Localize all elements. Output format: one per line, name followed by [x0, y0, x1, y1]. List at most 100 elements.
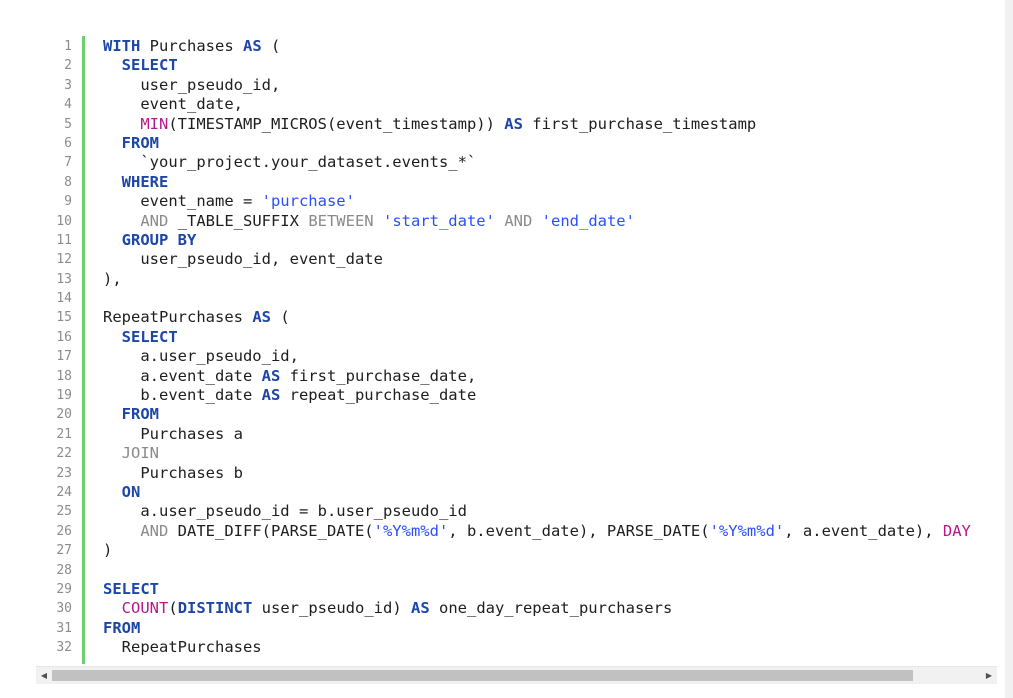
- line-number: 24: [56, 484, 72, 500]
- line-number: 7: [64, 155, 72, 171]
- code-token: one_day_repeat_purchasers: [429, 599, 673, 618]
- scroll-right-arrow-icon[interactable]: ▶: [985, 671, 993, 680]
- code-line[interactable]: GROUP BY: [103, 231, 997, 250]
- code-token: JOIN: [121, 444, 159, 463]
- horizontal-scrollbar[interactable]: ◀ ▶: [36, 666, 997, 684]
- code-token: b.event_date: [103, 386, 262, 405]
- code-token: first_purchase_date,: [280, 366, 477, 385]
- code-token: BETWEEN: [308, 211, 374, 230]
- code-line[interactable]: b.event_date AS repeat_purchase_date: [103, 386, 997, 405]
- code-token: AS: [261, 366, 281, 385]
- line-number: 18: [56, 368, 72, 384]
- code-token: AS: [242, 37, 262, 55]
- code-token: WHERE: [121, 172, 169, 191]
- code-token: ON: [121, 482, 141, 501]
- code-line[interactable]: RepeatPurchases: [103, 638, 997, 657]
- code-line[interactable]: user_pseudo_id, event_date: [103, 250, 997, 269]
- line-number: 12: [56, 252, 72, 268]
- code-line[interactable]: JOIN: [103, 444, 997, 463]
- line-number: 30: [56, 601, 72, 617]
- line-number: 22: [56, 446, 72, 462]
- code-token: a.user_pseudo_id,: [103, 347, 299, 366]
- code-line[interactable]: a.event_date AS first_purchase_date,: [103, 367, 997, 386]
- code-token: SELECT: [103, 579, 159, 598]
- code-line[interactable]: user_pseudo_id,: [103, 76, 997, 95]
- code-token: 'end_date': [541, 211, 635, 230]
- code-token: FROM: [103, 618, 141, 637]
- line-number: 4: [64, 97, 72, 113]
- code-token: repeat_purchase_date: [280, 386, 477, 405]
- code-line[interactable]: COUNT(DISTINCT user_pseudo_id) AS one_da…: [103, 599, 997, 618]
- line-number: 5: [64, 116, 72, 132]
- code-token: [532, 212, 541, 230]
- code-token: (: [261, 37, 281, 55]
- code-token: , a.event_date),: [784, 521, 943, 540]
- line-number: 16: [56, 329, 72, 345]
- code-line[interactable]: Purchases a: [103, 425, 997, 444]
- code-line[interactable]: [103, 289, 997, 308]
- code-line[interactable]: SELECT: [103, 580, 997, 599]
- vertical-scrollbar[interactable]: [1005, 0, 1013, 698]
- code-line[interactable]: FROM: [103, 134, 997, 153]
- code-line[interactable]: SELECT: [103, 56, 997, 75]
- line-number: 20: [56, 407, 72, 423]
- code-token: [103, 328, 122, 346]
- code-token: AND: [140, 211, 169, 230]
- scroll-left-arrow-icon[interactable]: ◀: [40, 671, 48, 680]
- code-token: user_pseudo_id,: [103, 75, 281, 94]
- code-line[interactable]: ON: [103, 483, 997, 502]
- code-token: AS: [504, 114, 523, 133]
- code-line[interactable]: ): [103, 541, 997, 560]
- code-token: first_purchase_timestamp: [522, 114, 757, 133]
- code-line[interactable]: AND DATE_DIFF(PARSE_DATE('%Y%m%d', b.eve…: [103, 522, 997, 541]
- code-token: DATE_DIFF(PARSE_DATE(: [168, 521, 374, 540]
- code-token: `your_project.your_dataset.events_*`: [103, 153, 477, 172]
- code-line[interactable]: [103, 561, 997, 580]
- code-token: AND: [140, 521, 169, 540]
- code-token: a.event_date: [103, 366, 262, 385]
- code-token: [103, 173, 122, 191]
- code-token: FROM: [121, 133, 159, 152]
- code-token: RepeatPurchases: [103, 308, 253, 327]
- line-number: 8: [64, 174, 72, 190]
- code-line[interactable]: ),: [103, 270, 997, 289]
- code-token: AND: [504, 211, 533, 230]
- line-number: 13: [56, 271, 72, 287]
- code-line[interactable]: event_date,: [103, 95, 997, 114]
- code-line[interactable]: MIN(TIMESTAMP_MICROS(event_timestamp)) A…: [103, 115, 997, 134]
- code-line[interactable]: WHERE: [103, 173, 997, 192]
- code-token: [103, 405, 122, 423]
- line-number: 25: [56, 504, 72, 520]
- code-line[interactable]: Purchases b: [103, 464, 997, 483]
- code-line[interactable]: event_name = 'purchase': [103, 192, 997, 211]
- code-line[interactable]: RepeatPurchases AS (: [103, 308, 997, 327]
- code-token: [103, 444, 122, 462]
- code-token: ): [103, 541, 113, 560]
- code-line[interactable]: WITH Purchases AS (: [103, 37, 997, 56]
- line-number: 17: [56, 349, 72, 365]
- code-token: [103, 56, 122, 74]
- code-token: [103, 231, 122, 249]
- code-line[interactable]: a.user_pseudo_id,: [103, 347, 997, 366]
- line-number: 23: [56, 465, 72, 481]
- horizontal-scrollbar-thumb[interactable]: [52, 670, 913, 681]
- code-token: DAY: [942, 521, 971, 540]
- code-token: GROUP BY: [121, 230, 197, 249]
- code-content[interactable]: WITH Purchases AS ( SELECT user_pseudo_i…: [103, 37, 997, 658]
- code-token: user_pseudo_id, event_date: [103, 250, 383, 269]
- code-token: (: [168, 599, 178, 618]
- code-line[interactable]: a.user_pseudo_id = b.user_pseudo_id: [103, 502, 997, 521]
- code-token: SELECT: [121, 56, 178, 75]
- line-number: 27: [56, 543, 72, 559]
- code-line[interactable]: FROM: [103, 405, 997, 424]
- code-line[interactable]: FROM: [103, 619, 997, 638]
- code-token: Purchases a: [103, 424, 243, 443]
- code-line[interactable]: `your_project.your_dataset.events_*`: [103, 153, 997, 172]
- line-number: 15: [56, 310, 72, 326]
- code-token: (: [270, 308, 290, 327]
- code-token: FROM: [121, 405, 159, 424]
- code-line[interactable]: AND _TABLE_SUFFIX BETWEEN 'start_date' A…: [103, 212, 997, 231]
- code-line[interactable]: SELECT: [103, 328, 997, 347]
